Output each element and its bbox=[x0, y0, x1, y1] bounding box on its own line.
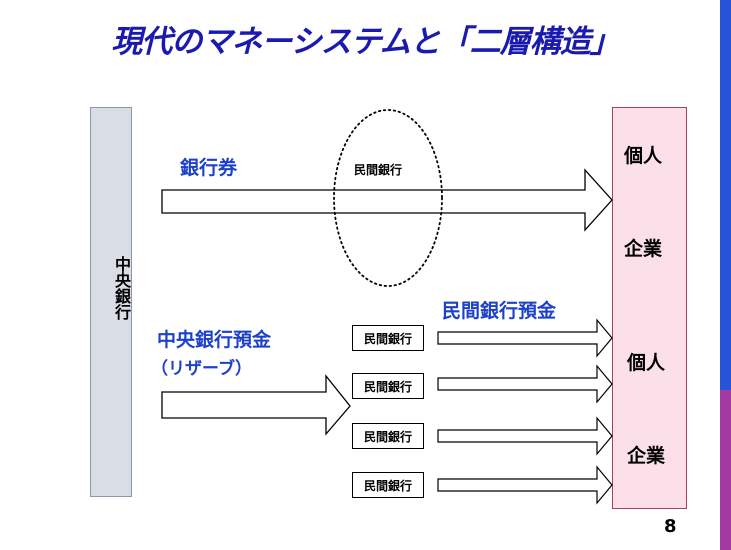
private-bank-box-1: 民間銀行 bbox=[352, 325, 424, 351]
private-bank-box-3: 民間銀行 bbox=[352, 423, 424, 449]
private-bank-oval bbox=[333, 109, 443, 287]
private-bank-box-2: 民間銀行 bbox=[352, 373, 424, 399]
private-deposit-arrow-2 bbox=[437, 364, 613, 404]
private-deposit-arrow-1 bbox=[437, 318, 613, 358]
recipient-individual-bottom: 個人 bbox=[627, 352, 666, 374]
private-deposit-label: 民間銀行預金 bbox=[442, 300, 557, 322]
private-deposit-arrow-3 bbox=[437, 416, 613, 456]
side-accent-top bbox=[720, 0, 731, 390]
central-bank-box: 中央銀行 bbox=[90, 107, 132, 497]
recipient-box bbox=[612, 107, 687, 509]
central-bank-label: 中央銀行 bbox=[112, 256, 131, 320]
recipient-company-bottom: 企業 bbox=[627, 445, 666, 467]
side-accent-bottom bbox=[720, 390, 731, 550]
page-title: 現代のマネーシステムと「二層構造」 bbox=[111, 24, 620, 60]
banknote-arrow bbox=[161, 168, 613, 232]
page-number: 8 bbox=[664, 516, 677, 537]
recipient-individual-top: 個人 bbox=[624, 145, 663, 167]
banknote-label: 銀行券 bbox=[180, 157, 238, 179]
central-deposit-label: 中央銀行預金 bbox=[157, 329, 272, 351]
private-deposit-arrow-4 bbox=[437, 465, 613, 505]
recipient-company-top: 企業 bbox=[624, 238, 663, 260]
reserve-label: （リザーブ） bbox=[151, 359, 252, 379]
private-bank-oval-label: 民間銀行 bbox=[354, 163, 403, 177]
private-bank-box-4: 民間銀行 bbox=[352, 472, 424, 498]
central-deposit-arrow bbox=[161, 374, 351, 436]
